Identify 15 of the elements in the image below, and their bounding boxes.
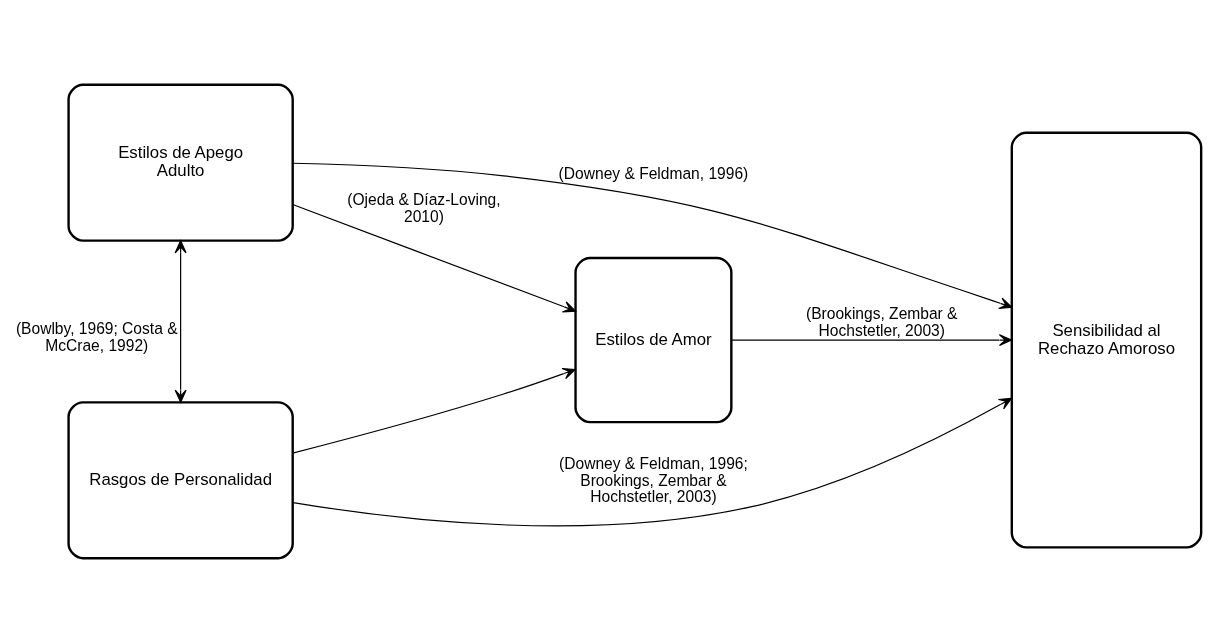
node-box: Sensibilidad al Rechazo Amoroso: [1010, 131, 1203, 549]
arrow: [174, 240, 187, 403]
edge-label: (Ojeda & Díaz-Loving, 2010): [347, 191, 501, 225]
arrow: [292, 203, 577, 313]
arrow: [292, 367, 576, 454]
node-box: Estilos de Amor: [574, 256, 733, 424]
arrow: [731, 334, 1013, 347]
arrow: [292, 162, 1013, 310]
edge-label: (Downey & Feldman, 1996): [558, 164, 749, 182]
edge-label: (Bowlby, 1969; Costa & McCrae, 1992): [15, 320, 178, 355]
node-box: Estilos de Apego Adulto: [67, 83, 294, 242]
edge-label: (Downey & Feldman, 1996; Brookings, Zembar & Hochstetler, 2003): [559, 454, 748, 506]
node-box: Rasgos de Personalidad: [67, 401, 294, 560]
edge-label: (Brookings, Zembar & Hochstetler, 2003): [806, 304, 958, 339]
arrow: [292, 397, 1013, 527]
